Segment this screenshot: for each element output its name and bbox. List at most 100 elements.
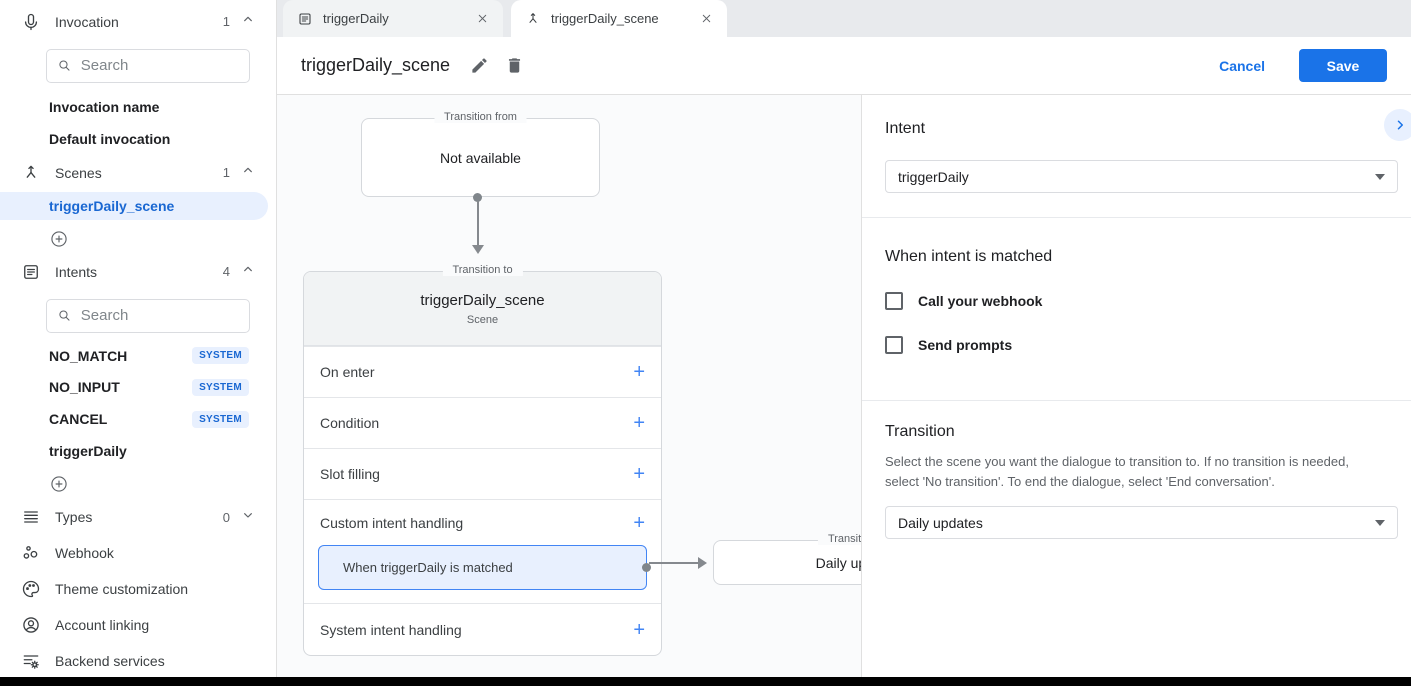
page-title: triggerDaily_scene [301,55,451,75]
sidebar-item-default-invocation[interactable]: Default invocation [0,123,276,155]
sidebar-section-invocation[interactable]: Invocation 1 [0,0,276,44]
sidebar-section-backend-services[interactable]: Backend services [0,645,276,677]
scene-canvas[interactable]: Transition from Not available Transition… [277,95,861,677]
arrow-down-icon [471,245,484,254]
scene-icon [529,12,537,23]
backend-services-icon [20,650,42,672]
connector-line [476,201,479,246]
row-label: Condition [320,415,380,431]
add-icon[interactable]: + [633,618,645,641]
sidebar-item-triggerdaily-intent[interactable]: triggerDaily [0,435,276,467]
collapse-panel-button[interactable] [1384,109,1411,141]
transition-target-node[interactable]: Transition to Daily updates [713,533,861,585]
item-label: NO_MATCH [49,347,128,364]
sidebar-item-cancel-intent[interactable]: CANCEL SYSTEM [0,403,276,435]
scene-icon [20,162,42,184]
section-count: 4 [222,264,230,280]
node-body: Not available [440,149,521,166]
sidebar-section-scenes[interactable]: Scenes 1 [0,157,276,189]
chevron-down-icon[interactable] [240,507,256,528]
row-label: Custom intent handling [320,514,464,531]
call-webhook-checkbox-row[interactable]: Call your webhook [885,292,1397,310]
chevron-right-icon [1397,120,1403,130]
transition-dropdown-value: Daily updates [898,514,983,531]
section-label: Scenes [55,164,102,181]
section-label: Account linking [55,617,150,634]
scene-row-slot-filling[interactable]: Slot filling + [304,448,661,499]
sidebar-section-account-linking[interactable]: Account linking [0,609,276,641]
item-label: NO_INPUT [49,379,120,396]
intents-search-input[interactable] [80,307,239,325]
chevron-up-icon[interactable] [240,261,256,282]
checkbox-unchecked[interactable] [885,336,903,354]
connector-line [649,561,699,564]
node-body: Daily updates [815,554,861,571]
sidebar-section-types[interactable]: Types 0 [0,501,276,533]
add-scene-button[interactable] [0,225,276,253]
item-label: CANCEL [49,411,108,428]
intent-section-title: Intent [885,120,926,137]
add-icon[interactable]: + [633,412,645,434]
section-label: Invocation [55,13,119,30]
transition-from-node[interactable]: Transition from Not available [361,111,600,197]
item-label: triggerDaily_scene [49,197,175,214]
connector-dot [473,193,482,202]
sidebar-section-webhook[interactable]: Webhook [0,537,276,569]
send-prompts-checkbox-row[interactable]: Send prompts [885,336,1397,354]
add-icon[interactable]: + [633,463,645,485]
add-icon[interactable]: + [633,511,645,534]
scene-node-header: triggerDaily_scene Scene [304,272,661,346]
close-icon[interactable] [700,12,713,25]
node-legend: Transition from [434,111,527,123]
add-icon[interactable]: + [633,361,645,383]
scene-row-system-intent-handling[interactable]: System intent handling + [304,603,661,655]
divider [862,217,1411,218]
sidebar-item-no-input[interactable]: NO_INPUT SYSTEM [0,372,276,404]
row-label: Slot filling [320,466,380,482]
invocation-search-input[interactable] [80,57,239,75]
scene-row-custom-intent-handling[interactable]: Custom intent handling + When triggerDai… [304,499,661,603]
intent-handler-chip[interactable]: When triggerDaily is matched [318,545,651,590]
sidebar-section-intents[interactable]: Intents 4 [0,256,276,288]
connector-dot [642,563,651,572]
chevron-up-icon[interactable] [240,11,256,32]
intent-dropdown[interactable]: triggerDaily [885,160,1398,193]
close-icon[interactable] [476,12,489,25]
chevron-up-icon[interactable] [240,162,256,183]
transition-description: Select the scene you want the dialogue t… [885,454,1349,490]
sidebar-item-no-match[interactable]: NO_MATCH SYSTEM [0,340,276,372]
scene-row-on-enter[interactable]: On enter + [304,346,661,397]
trash-icon[interactable] [505,56,524,75]
tab-triggerdaily-scene[interactable]: triggerDaily_scene [511,0,727,37]
invocation-search[interactable] [46,48,250,83]
checkbox-label: Call your webhook [918,293,1043,309]
content-area: Transition from Not available Transition… [277,95,1411,677]
intents-search[interactable] [46,298,250,333]
node-legend: Transition to [442,264,523,276]
intent-icon [299,12,311,25]
add-intent-button[interactable] [0,470,276,498]
section-label: Intents [55,263,98,280]
palette-icon [20,578,42,600]
checkbox-unchecked[interactable] [885,292,903,310]
section-count: 1 [222,165,230,181]
scene-node[interactable]: Transition to triggerDaily_scene Scene O… [303,264,662,656]
row-label: System intent handling [320,621,462,638]
cancel-button[interactable]: Cancel [1219,57,1265,74]
tab-bar: triggerDaily triggerDaily_scene [277,0,1411,37]
sidebar-item-invocation-name[interactable]: Invocation name [0,91,276,123]
scene-row-condition[interactable]: Condition + [304,397,661,448]
sidebar-item-triggerdaily-scene[interactable]: triggerDaily_scene [0,191,268,220]
intent-editor-panel: Intent triggerDaily When intent is match… [861,95,1411,677]
add-circle-icon [51,230,67,247]
sidebar-section-theme[interactable]: Theme customization [0,573,276,605]
item-label: triggerDaily [49,443,127,460]
transition-dropdown[interactable]: Daily updates [885,506,1398,540]
system-badge: SYSTEM [192,378,249,396]
edit-pencil-icon[interactable] [470,56,489,75]
item-label: Default invocation [49,130,171,147]
tab-triggerdaily[interactable]: triggerDaily [283,0,503,37]
save-button[interactable]: Save [1299,49,1387,82]
item-label: Invocation name [49,98,160,115]
